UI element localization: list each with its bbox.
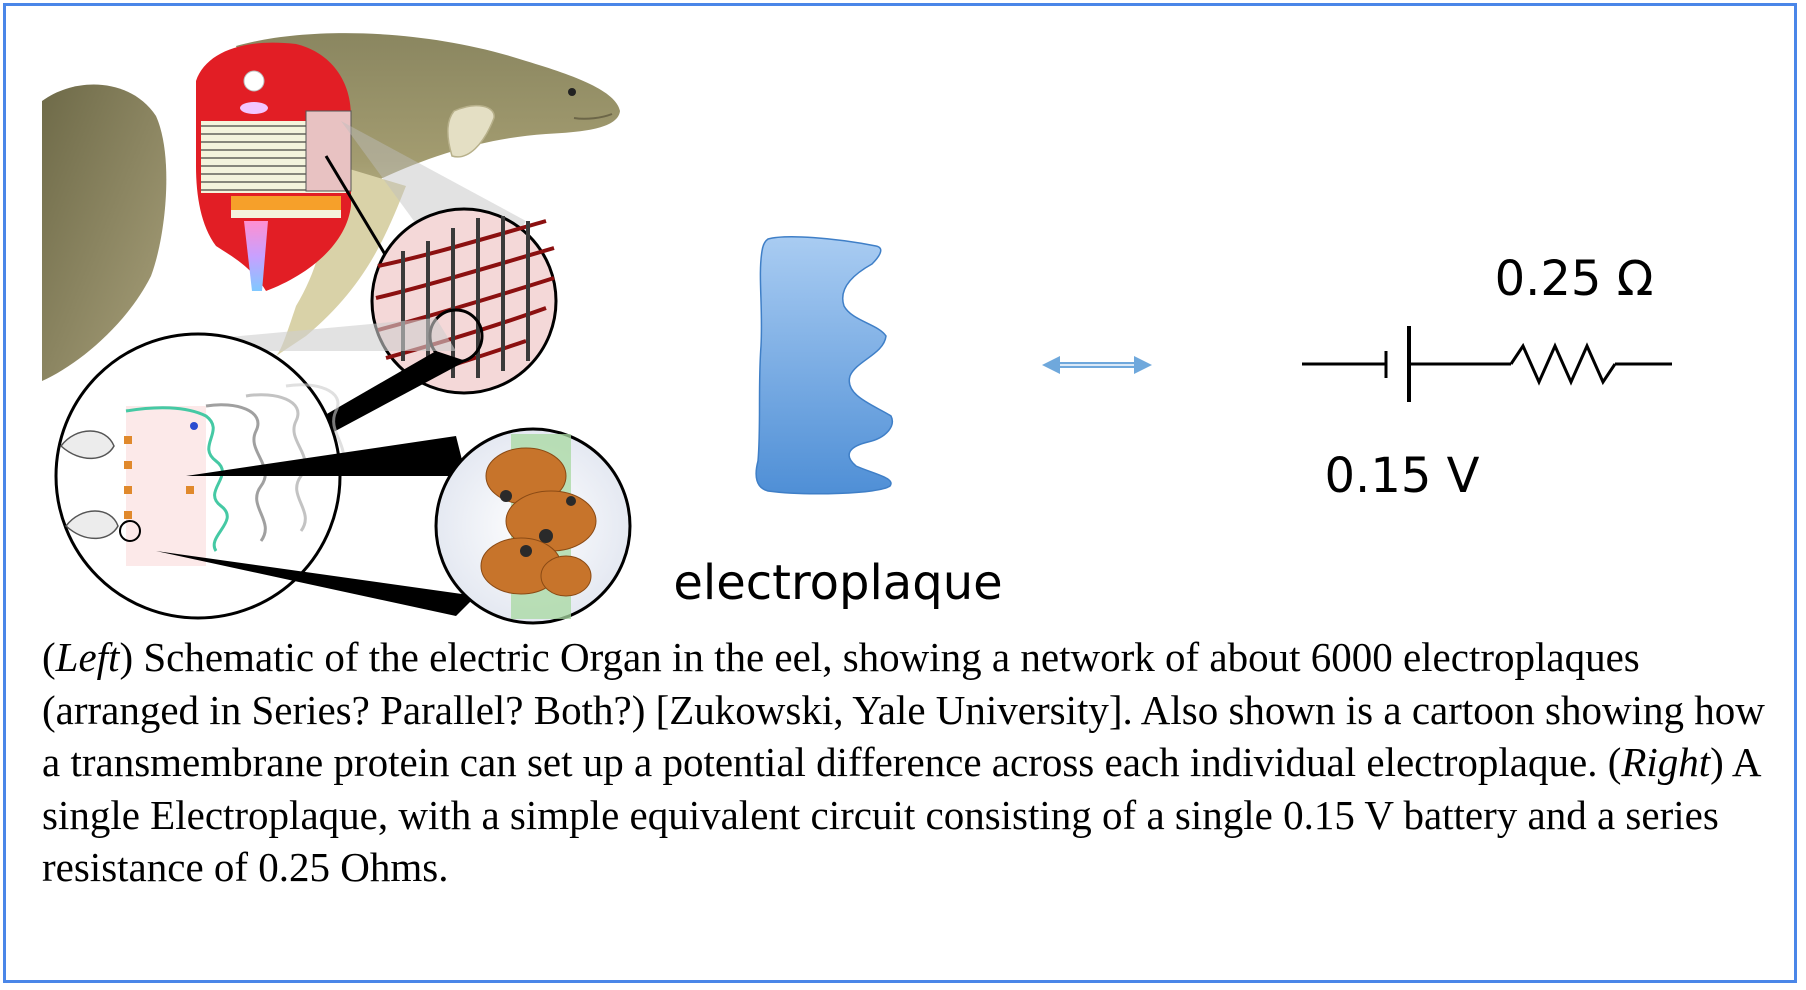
- eel-illustration: [42, 33, 632, 625]
- voltage-label: 0.15 V: [1325, 448, 1480, 504]
- eel-rear-body: [42, 84, 167, 381]
- equivalent-circuit: [1302, 326, 1672, 402]
- caption-part-1: (: [42, 634, 56, 680]
- caption-part-2: ) Schematic of the electric Organ in the…: [42, 634, 1765, 785]
- eel-belly: [276, 156, 406, 356]
- resistance-label: 0.25 Ω: [1495, 251, 1654, 307]
- resistor-zigzag: [1509, 342, 1617, 386]
- caption-right-em: Right: [1621, 739, 1711, 785]
- equivalence-arrow: [1042, 356, 1152, 374]
- figure: electroplaque 0.25 Ω 0.15 V: [42, 33, 1672, 625]
- slide-frame: electroplaque 0.25 Ω 0.15 V (Left) Schem…: [3, 3, 1797, 983]
- caption-part-3: ) A single Electroplaque, with a simple …: [42, 739, 1760, 890]
- electroplaque-shape[interactable]: [755, 236, 893, 495]
- figure-caption: (Left) Schematic of the electric Organ i…: [42, 631, 1782, 894]
- magnified-tissue-circle: [370, 207, 558, 395]
- caption-text: (Left) Schematic of the electric Organ i…: [42, 631, 1782, 894]
- organ-cross-section: [196, 42, 352, 292]
- eel-eye: [568, 88, 576, 96]
- protein-circle: [434, 427, 632, 625]
- eel-fin: [447, 104, 495, 158]
- electroplaque-label: electroplaque: [673, 555, 1002, 611]
- caption-left-em: Left: [55, 634, 120, 680]
